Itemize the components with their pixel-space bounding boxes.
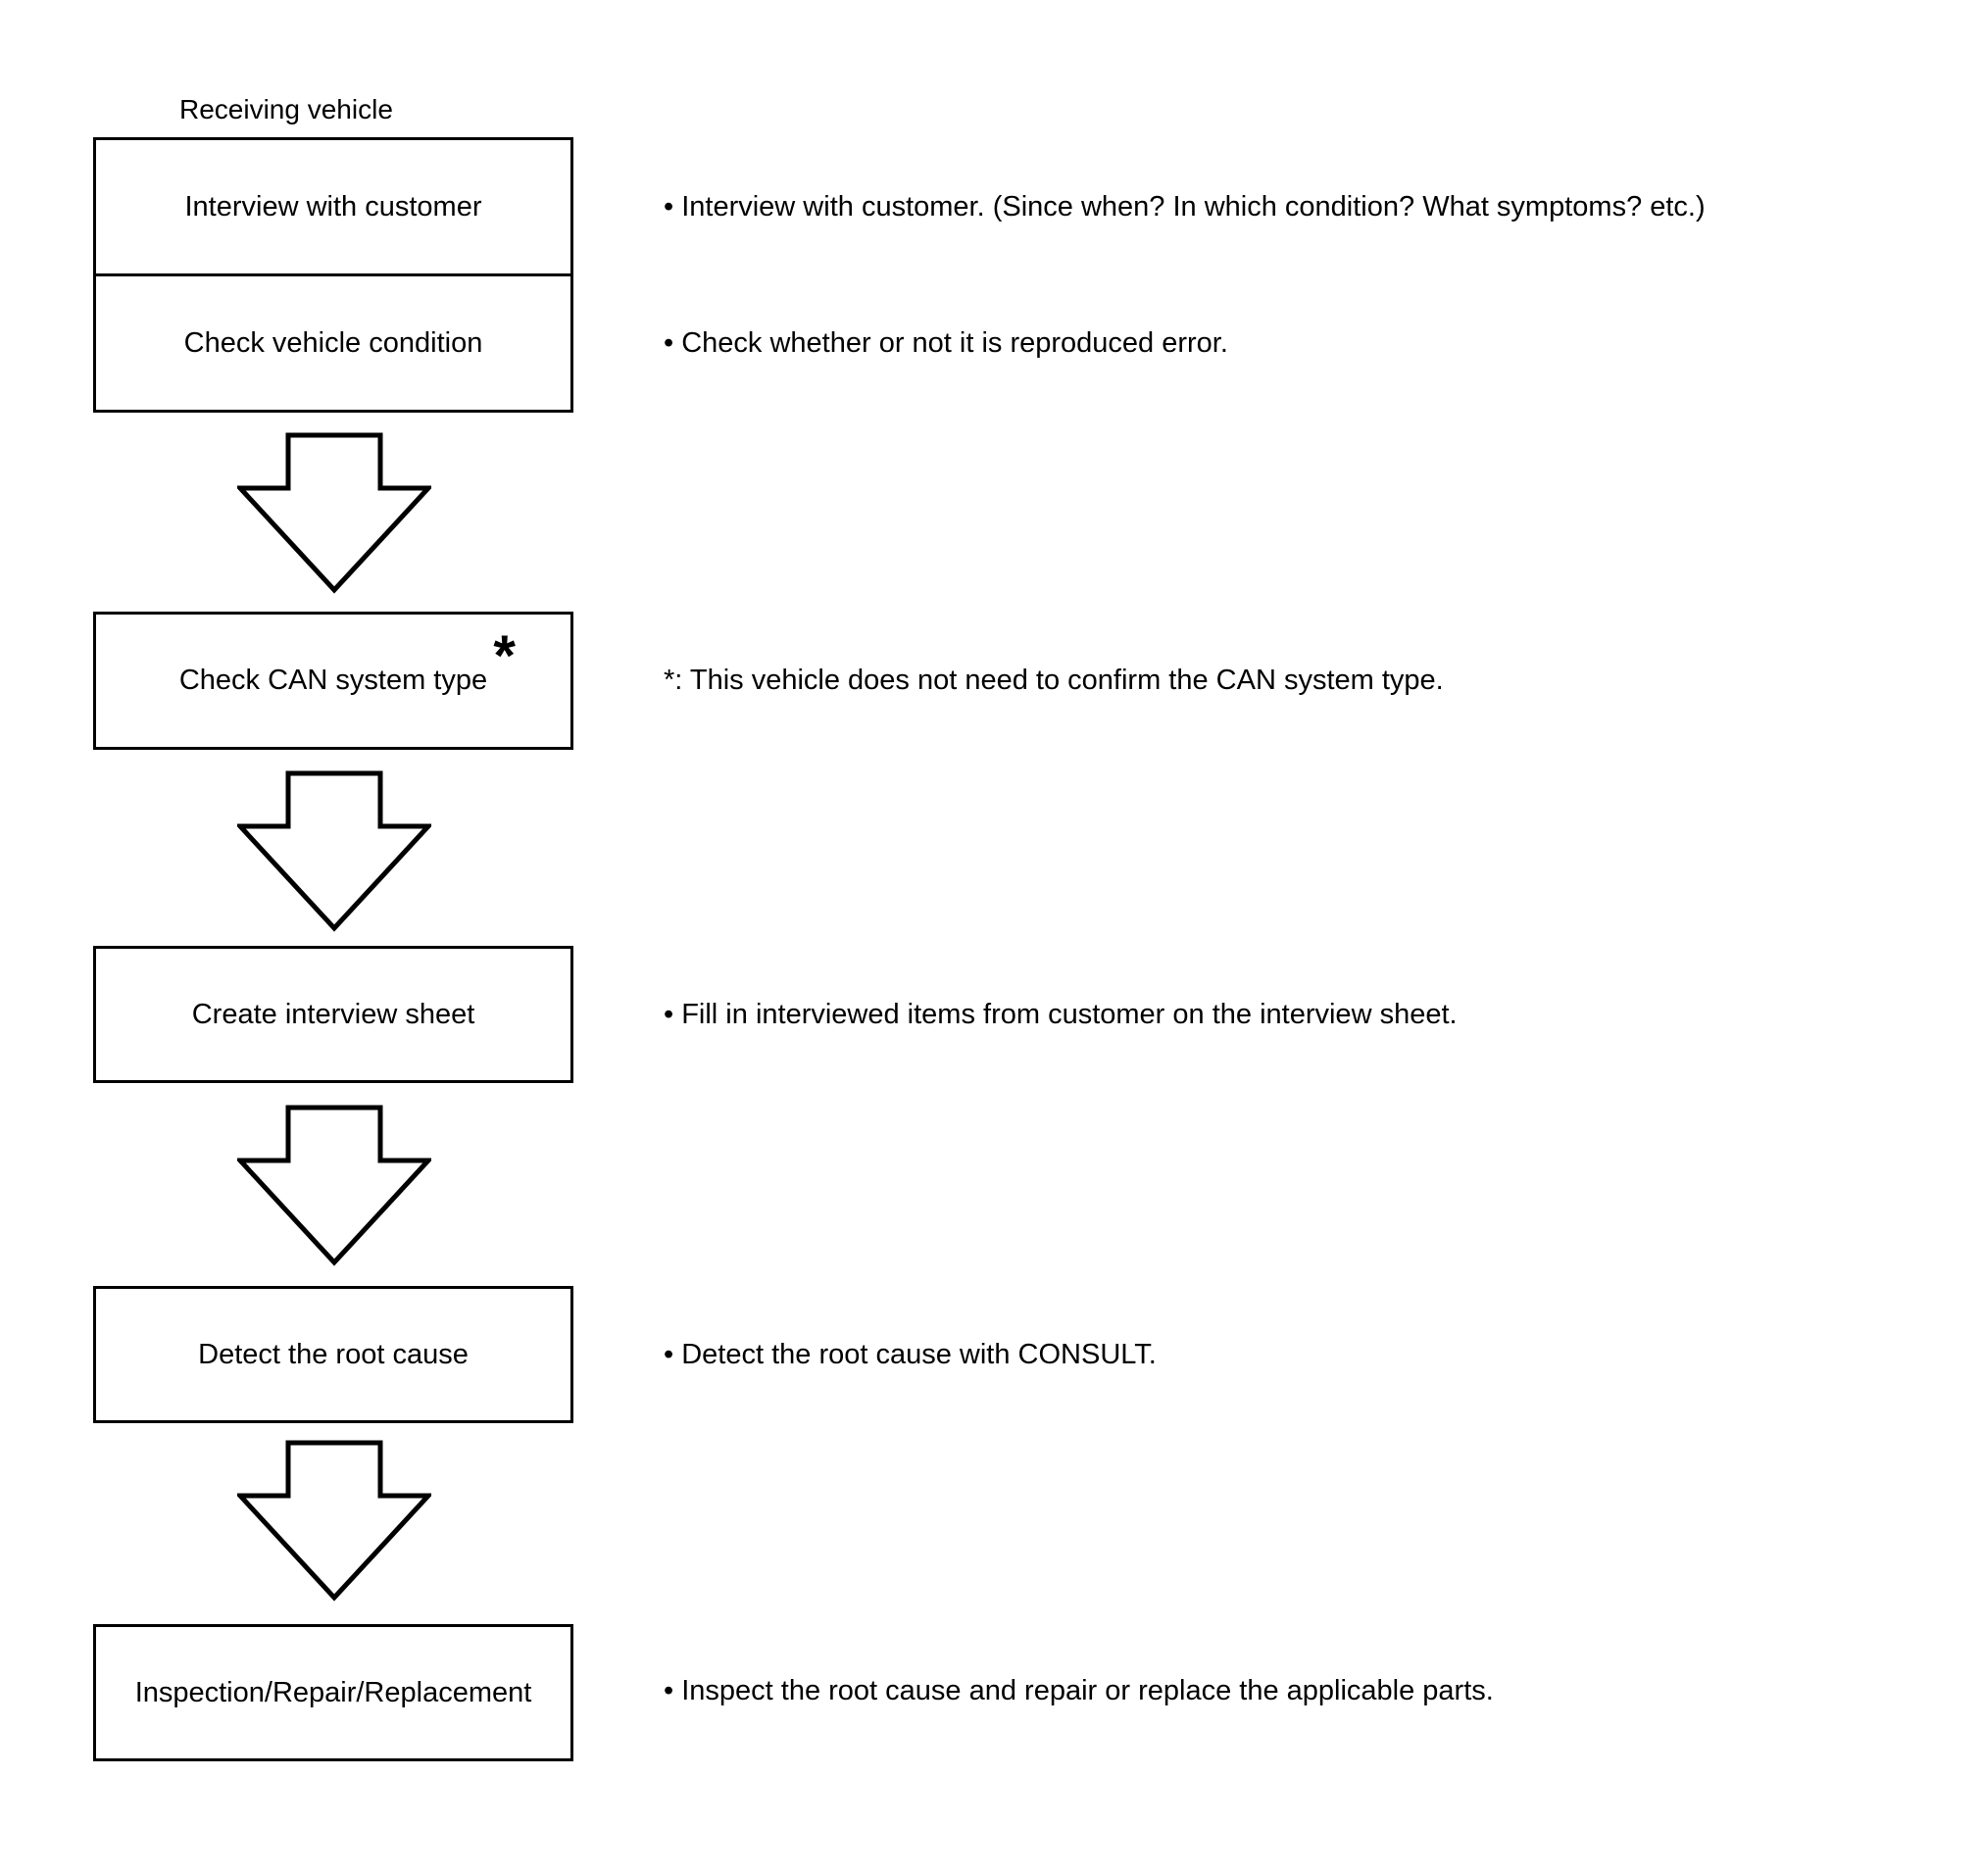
step-box-inspection-repair-replacement: Inspection/Repair/Replacement [93, 1624, 573, 1761]
flow-title: Receiving vehicle [179, 94, 393, 124]
note-create-interview-sheet: • Fill in interviewed items from custome… [664, 999, 1458, 1030]
step-box-receiving-group: Interview with customer Check vehicle co… [93, 137, 573, 413]
note-check-can-system-type: *: This vehicle does not need to confirm… [664, 665, 1444, 696]
note-inspection-repair-replacement: • Inspect the root cause and repair or r… [664, 1675, 1494, 1706]
note-check-vehicle-condition: • Check whether or not it is reproduced … [664, 327, 1228, 359]
step-label: Detect the root cause [198, 1338, 469, 1370]
down-arrow-icon [237, 1440, 431, 1602]
step-box-detect-root-cause: Detect the root cause [93, 1286, 573, 1423]
step-label: Check vehicle condition [183, 326, 483, 359]
step-box-check-can-system-type: Check CAN system type * [93, 612, 573, 750]
step-cell-check-vehicle-condition: Check vehicle condition [96, 276, 570, 410]
note-detect-root-cause: • Detect the root cause with CONSULT. [664, 1339, 1157, 1370]
down-arrow-icon [237, 432, 431, 594]
asterisk-marker: * [493, 624, 516, 688]
step-label: Check CAN system type [178, 665, 488, 696]
step-box-create-interview-sheet: Create interview sheet [93, 946, 573, 1083]
down-arrow-icon [237, 770, 431, 932]
step-label: Create interview sheet [191, 998, 475, 1030]
step-cell-interview-with-customer: Interview with customer [96, 140, 570, 276]
step-label: Inspection/Repair/Replacement [134, 1676, 532, 1708]
note-interview-with-customer: • Interview with customer. (Since when? … [664, 191, 1706, 222]
down-arrow-icon [237, 1105, 431, 1266]
step-label: Interview with customer [184, 190, 482, 222]
